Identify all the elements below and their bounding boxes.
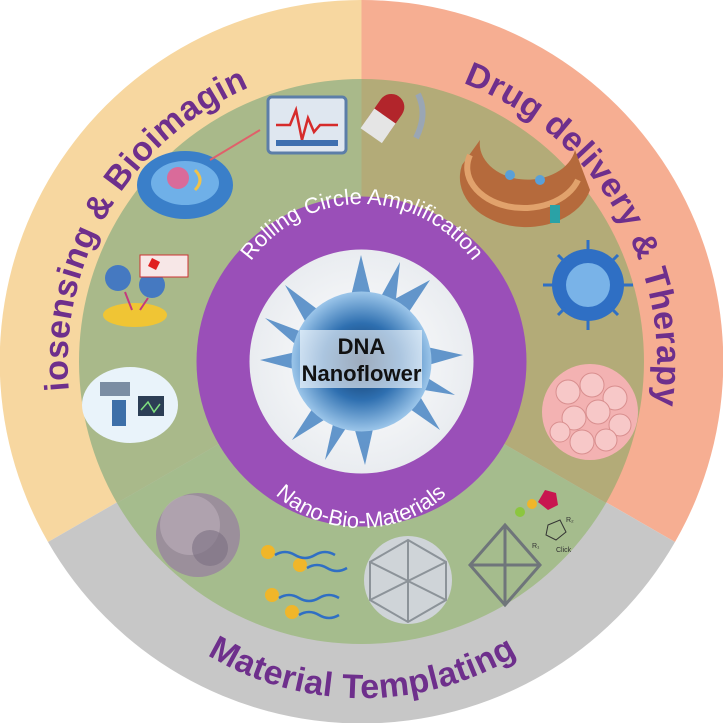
- octahedral-frame-icon: [468, 522, 542, 608]
- liposome-icon: [459, 140, 590, 228]
- r2-label: R₂: [566, 517, 574, 524]
- click-label: Click: [556, 547, 572, 554]
- biosensor-chip-icon: [103, 254, 189, 327]
- tumor-cell-cluster-icon: [542, 364, 638, 460]
- virus-particle-icon: [543, 240, 633, 330]
- capsule-icon: [360, 92, 426, 144]
- icosahedral-cage-icon: [364, 536, 452, 624]
- click-chemistry-icon: Click R₁ R₂: [515, 490, 574, 554]
- cell-icon: [137, 129, 261, 219]
- microscope-setup-icon: [82, 367, 178, 443]
- core-label-line2: Nanoflower: [302, 361, 422, 386]
- nanoparticle-sphere-icon: [156, 493, 240, 577]
- core-label-line1: DNA: [338, 334, 386, 359]
- monitor-signal-icon: [266, 95, 348, 155]
- dna-gold-particles-icon: [261, 545, 348, 620]
- core-label-box: [300, 330, 422, 388]
- r1-label: R₁: [532, 543, 540, 550]
